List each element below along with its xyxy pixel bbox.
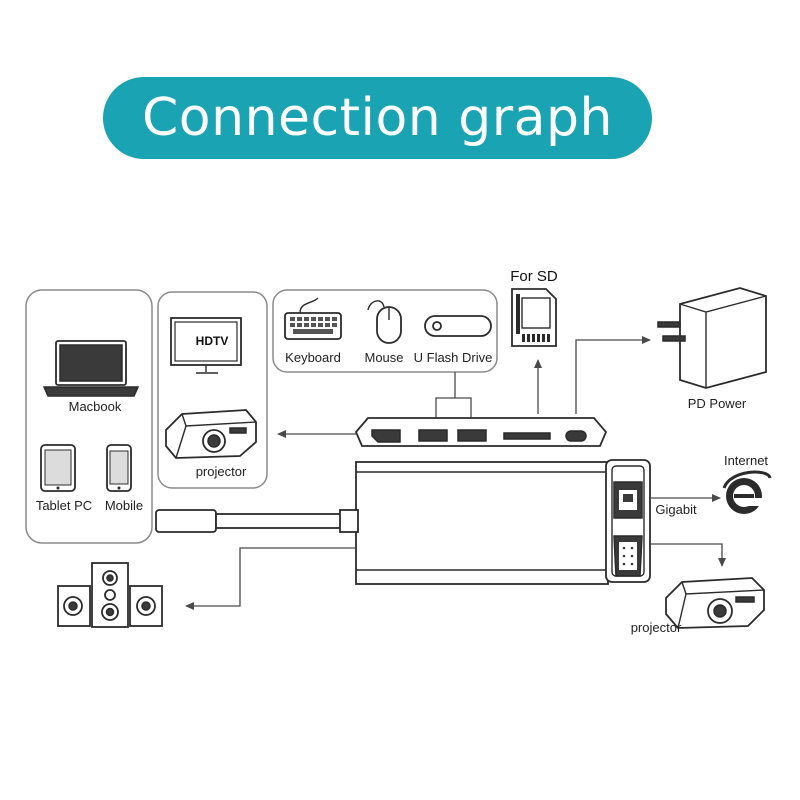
audio-arrow [185, 547, 356, 610]
tablet-pc-label: Tablet PC [36, 498, 92, 513]
page-title: Connection graph [142, 88, 613, 148]
pd-power-label: PD Power [688, 396, 747, 411]
usb-c-cable [155, 509, 359, 533]
usb-flash-drive-label: U Flash Drive [414, 350, 493, 365]
for-sd-label: For SD [510, 268, 558, 285]
sd-slot-icon [503, 432, 551, 440]
hdmi-port-icon [371, 429, 401, 443]
usb-connector [435, 372, 472, 420]
internet-label: Internet [724, 453, 768, 468]
sd-card-icon [511, 288, 557, 347]
tablet-icon [40, 444, 76, 492]
vga-arrow [650, 543, 726, 567]
mobile-icon [106, 444, 132, 492]
internet-explorer-icon [722, 470, 772, 514]
mobile-label: Mobile [105, 498, 143, 513]
tv-icon [170, 317, 242, 374]
ethernet-port-icon [613, 481, 643, 519]
pd-power-arrow [575, 336, 651, 414]
laptop-icon [42, 340, 140, 397]
mouse-icon [367, 300, 402, 344]
projector-left-label: projector [196, 464, 247, 479]
projector-icon [665, 577, 765, 629]
keyboard-icon [284, 297, 342, 340]
keyboard-label: Keyboard [285, 350, 341, 365]
projector-right-label: projector [631, 620, 682, 635]
hdtv-label: HDTV [196, 334, 229, 348]
usb-c-port-icon [565, 430, 587, 442]
hub-icon [354, 417, 609, 585]
macbook-label: Macbook [69, 399, 122, 414]
usb-drive-icon [424, 315, 492, 337]
usb-port-icon [457, 429, 487, 442]
power-adapter-icon [657, 287, 767, 389]
mouse-label: Mouse [364, 350, 403, 365]
projector-icon [165, 409, 257, 459]
usb-port-icon [418, 429, 448, 442]
gigabit-label: Gigabit [655, 502, 697, 517]
speakers-icon [57, 562, 163, 628]
title-banner: Connection graph [103, 77, 652, 159]
vga-port-icon [613, 535, 643, 577]
